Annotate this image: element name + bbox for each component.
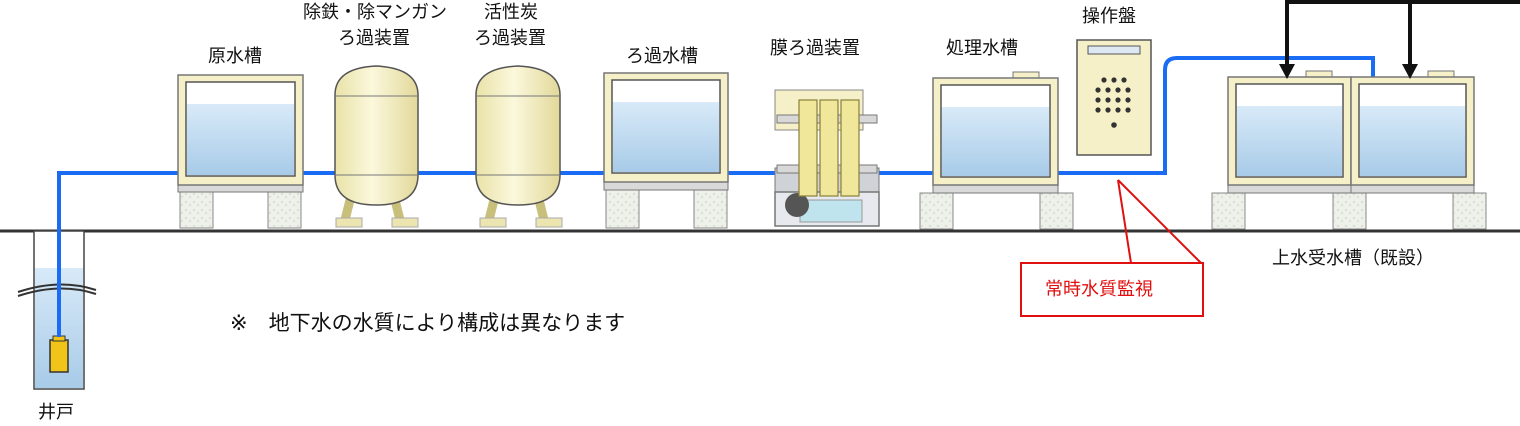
main-pipe [57,56,1375,345]
existing-supply-line [1279,0,1520,79]
filtered-water-tank [603,72,729,229]
label-receiving-tank: 上水受水槽（既設） [1272,248,1434,269]
label-well: 井戸 [38,402,74,423]
receiving-tank-left [1211,70,1367,230]
label-filtered-water-tank: ろ過水槽 [626,46,698,67]
arrow-down-icon [1279,64,1295,79]
label-membrane-filtration: 膜ろ過装置 [770,38,860,59]
label-iron-filter-line2: ろ過装置 [338,28,410,49]
label-raw-water-tank: 原水槽 [208,46,262,67]
iron-manganese-filter [334,65,419,228]
label-continuous-monitoring: 常時水質監視 [1045,279,1153,300]
membrane-pump-icon [785,193,809,217]
activated-carbon-filter [475,65,563,228]
membrane-filtration-unit [774,89,880,227]
control-panel [1076,39,1152,156]
monitoring-callout [1020,179,1204,317]
label-control-panel: 操作盤 [1082,6,1136,27]
label-carbon-filter-line2: ろ過装置 [474,28,546,49]
treated-water-tank [919,71,1074,230]
footnote: ※ 地下水の水質により構成は異なります [230,311,625,335]
label-treated-water-tank: 処理水槽 [946,38,1018,59]
arrow-down-icon [1402,64,1418,79]
well-pump-icon [49,335,69,373]
label-iron-filter-line1: 除鉄・除マンガン [303,2,447,23]
raw-water-tank [177,74,304,229]
receiving-tank-right [1350,70,1487,230]
label-carbon-filter-line1: 活性炭 [484,2,538,23]
